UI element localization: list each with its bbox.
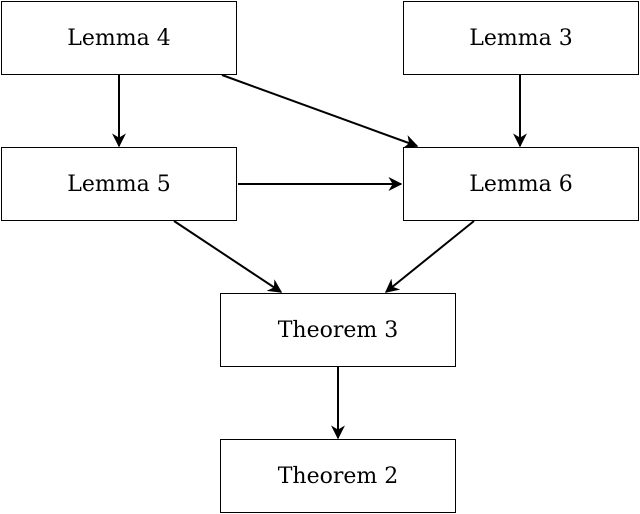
node-theorem-2: Theorem 2 xyxy=(220,439,456,513)
edge-lemma4-to-lemma6 xyxy=(221,74,419,149)
node-label: Theorem 2 xyxy=(277,463,399,489)
edge-lemma6-to-theorem3 xyxy=(384,220,475,293)
node-lemma-4: Lemma 4 xyxy=(1,1,237,75)
node-lemma-3: Lemma 3 xyxy=(403,1,639,75)
node-lemma-6: Lemma 6 xyxy=(403,147,639,221)
node-label: Lemma 6 xyxy=(469,171,573,197)
node-theorem-3: Theorem 3 xyxy=(220,293,456,367)
node-label: Theorem 3 xyxy=(277,317,399,343)
node-lemma-5: Lemma 5 xyxy=(1,147,237,221)
edge-lemma5-to-theorem3 xyxy=(173,220,283,293)
node-label: Lemma 5 xyxy=(67,171,171,197)
node-label: Lemma 3 xyxy=(469,25,573,51)
node-label: Lemma 4 xyxy=(67,25,171,51)
